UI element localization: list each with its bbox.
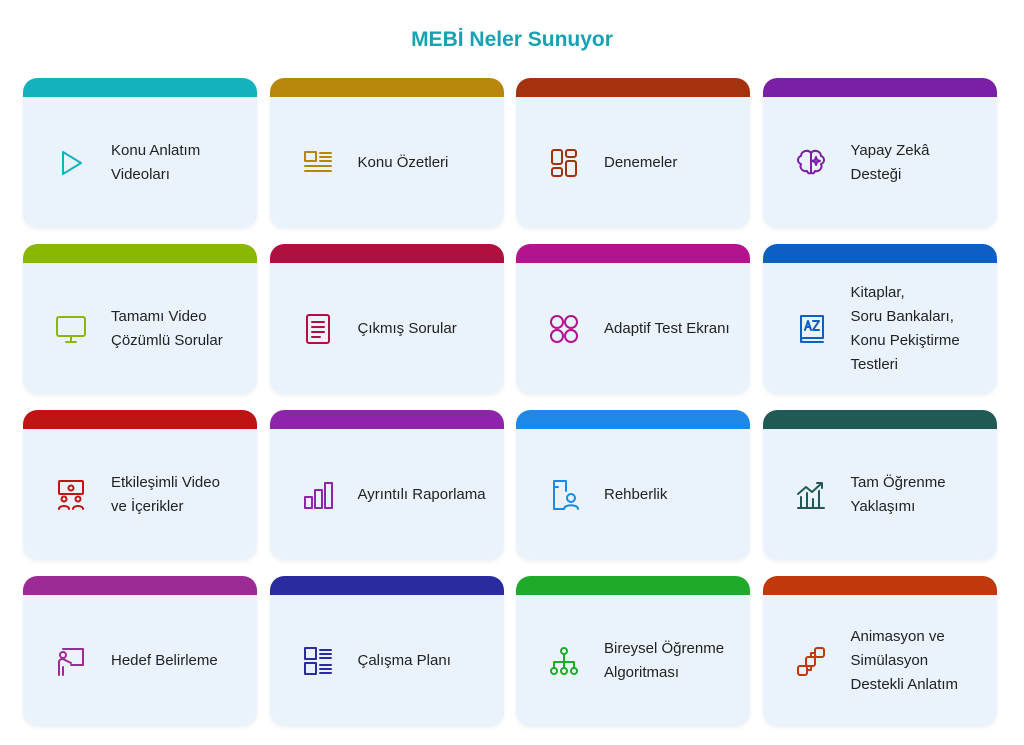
card-header-bar	[269, 410, 504, 429]
card-label: Konu Anlatım Videoları	[111, 141, 201, 183]
summary-icon	[298, 143, 338, 183]
card-label: Çalışma Planı	[357, 651, 451, 669]
bar-chart-icon	[298, 475, 338, 515]
card-header-bar	[23, 410, 257, 429]
feature-card[interactable]: Kitaplar, Soru Bankaları, Konu Pekiştirm…	[762, 244, 997, 394]
card-label: Animasyon ve Simülasyon Destekli Anlatım	[850, 627, 959, 693]
feature-card[interactable]: Konu Özetleri	[269, 78, 504, 228]
dictionary-icon	[791, 309, 831, 349]
brain-icon	[791, 143, 831, 183]
feature-card[interactable]: Çıkmış Sorular	[269, 244, 504, 394]
feature-card[interactable]: Yapay Zekâ Desteği	[762, 78, 997, 228]
card-label: Kitaplar, Soru Bankaları, Konu Pekiştirm…	[850, 283, 960, 373]
features-grid: Konu Anlatım Videoları Konu Özetleri Den…	[23, 78, 997, 726]
card-header-bar	[269, 576, 504, 595]
card-header-bar	[269, 78, 504, 97]
feature-card[interactable]: Etkileşimli Video ve İçerikler	[23, 410, 257, 560]
presentation-icon	[51, 475, 91, 515]
play-icon	[51, 143, 91, 183]
card-label: Yapay Zekâ Desteği	[850, 141, 930, 183]
card-label: Etkileşimli Video ve İçerikler	[111, 473, 220, 515]
feature-card[interactable]: Ayrıntılı Raporlama	[269, 410, 504, 560]
growth-chart-icon	[791, 475, 831, 515]
card-label: Adaptif Test Ekranı	[604, 319, 730, 337]
card-header-bar	[269, 244, 504, 263]
card-label: Tamamı Video Çözümlü Sorular	[111, 307, 223, 349]
feature-card[interactable]: Denemeler	[516, 78, 750, 228]
document-icon	[298, 309, 338, 349]
card-header-bar	[762, 410, 997, 429]
flow-icon	[791, 641, 831, 681]
feature-card[interactable]: Konu Anlatım Videoları	[23, 78, 257, 228]
feature-card[interactable]: Rehberlik	[516, 410, 750, 560]
teacher-icon	[51, 641, 91, 681]
feature-card[interactable]: Hedef Belirleme	[23, 576, 257, 726]
feature-card[interactable]: Tamamı Video Çözümlü Sorular	[23, 244, 257, 394]
card-label: Denemeler	[604, 153, 678, 171]
feature-card[interactable]: Çalışma Planı	[269, 576, 504, 726]
card-header-bar	[762, 78, 997, 97]
feature-card[interactable]: Adaptif Test Ekranı	[516, 244, 750, 394]
card-label: Tam Öğrenme Yaklaşımı	[850, 473, 946, 515]
feature-card[interactable]: Animasyon ve Simülasyon Destekli Anlatım	[762, 576, 997, 726]
circles-icon	[544, 309, 584, 349]
card-header-bar	[23, 576, 257, 595]
card-header-bar	[762, 244, 997, 263]
monitor-icon	[51, 309, 91, 349]
card-header-bar	[762, 576, 997, 595]
card-label: Rehberlik	[604, 485, 668, 503]
card-label: Konu Özetleri	[357, 153, 449, 171]
card-header-bar	[23, 78, 257, 97]
guidance-icon	[544, 475, 584, 515]
feature-card[interactable]: Bireysel Öğrenme Algoritması	[516, 576, 750, 726]
card-label: Bireysel Öğrenme Algoritması	[604, 639, 725, 681]
card-header-bar	[23, 244, 257, 263]
card-label: Hedef Belirleme	[111, 651, 218, 669]
card-header-bar	[516, 410, 750, 429]
list-icon	[298, 641, 338, 681]
dashboard-icon	[544, 143, 584, 183]
hierarchy-icon	[544, 641, 584, 681]
page-title: MEBİ Neler Sunuyor	[411, 28, 613, 51]
card-header-bar	[516, 244, 750, 263]
card-label: Çıkmış Sorular	[357, 319, 457, 337]
card-header-bar	[516, 78, 750, 97]
card-header-bar	[516, 576, 750, 595]
card-label: Ayrıntılı Raporlama	[357, 485, 486, 503]
feature-card[interactable]: Tam Öğrenme Yaklaşımı	[762, 410, 997, 560]
